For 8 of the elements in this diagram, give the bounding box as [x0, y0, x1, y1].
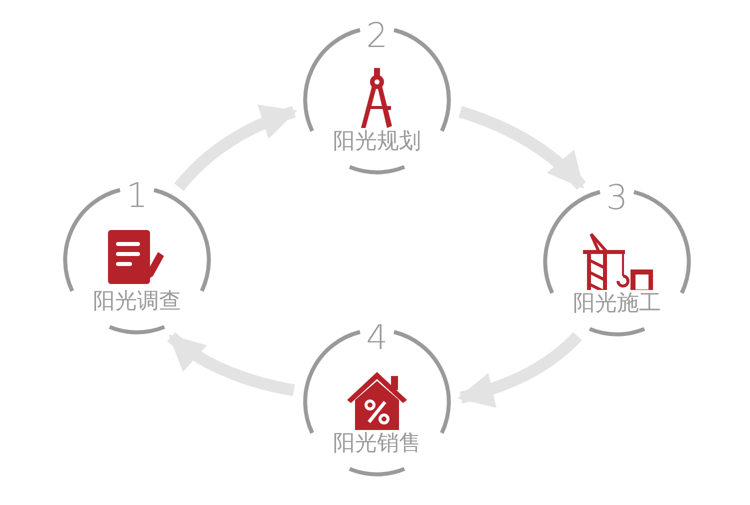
- curved-arrow: [458, 106, 586, 190]
- step-number: 2: [366, 18, 388, 54]
- step-number: 1: [126, 178, 148, 214]
- curved-arrow: [167, 332, 295, 396]
- step-number: 4: [366, 320, 388, 356]
- curved-arrow: [174, 105, 298, 192]
- step-number: 3: [606, 180, 628, 216]
- curved-arrow: [457, 332, 582, 408]
